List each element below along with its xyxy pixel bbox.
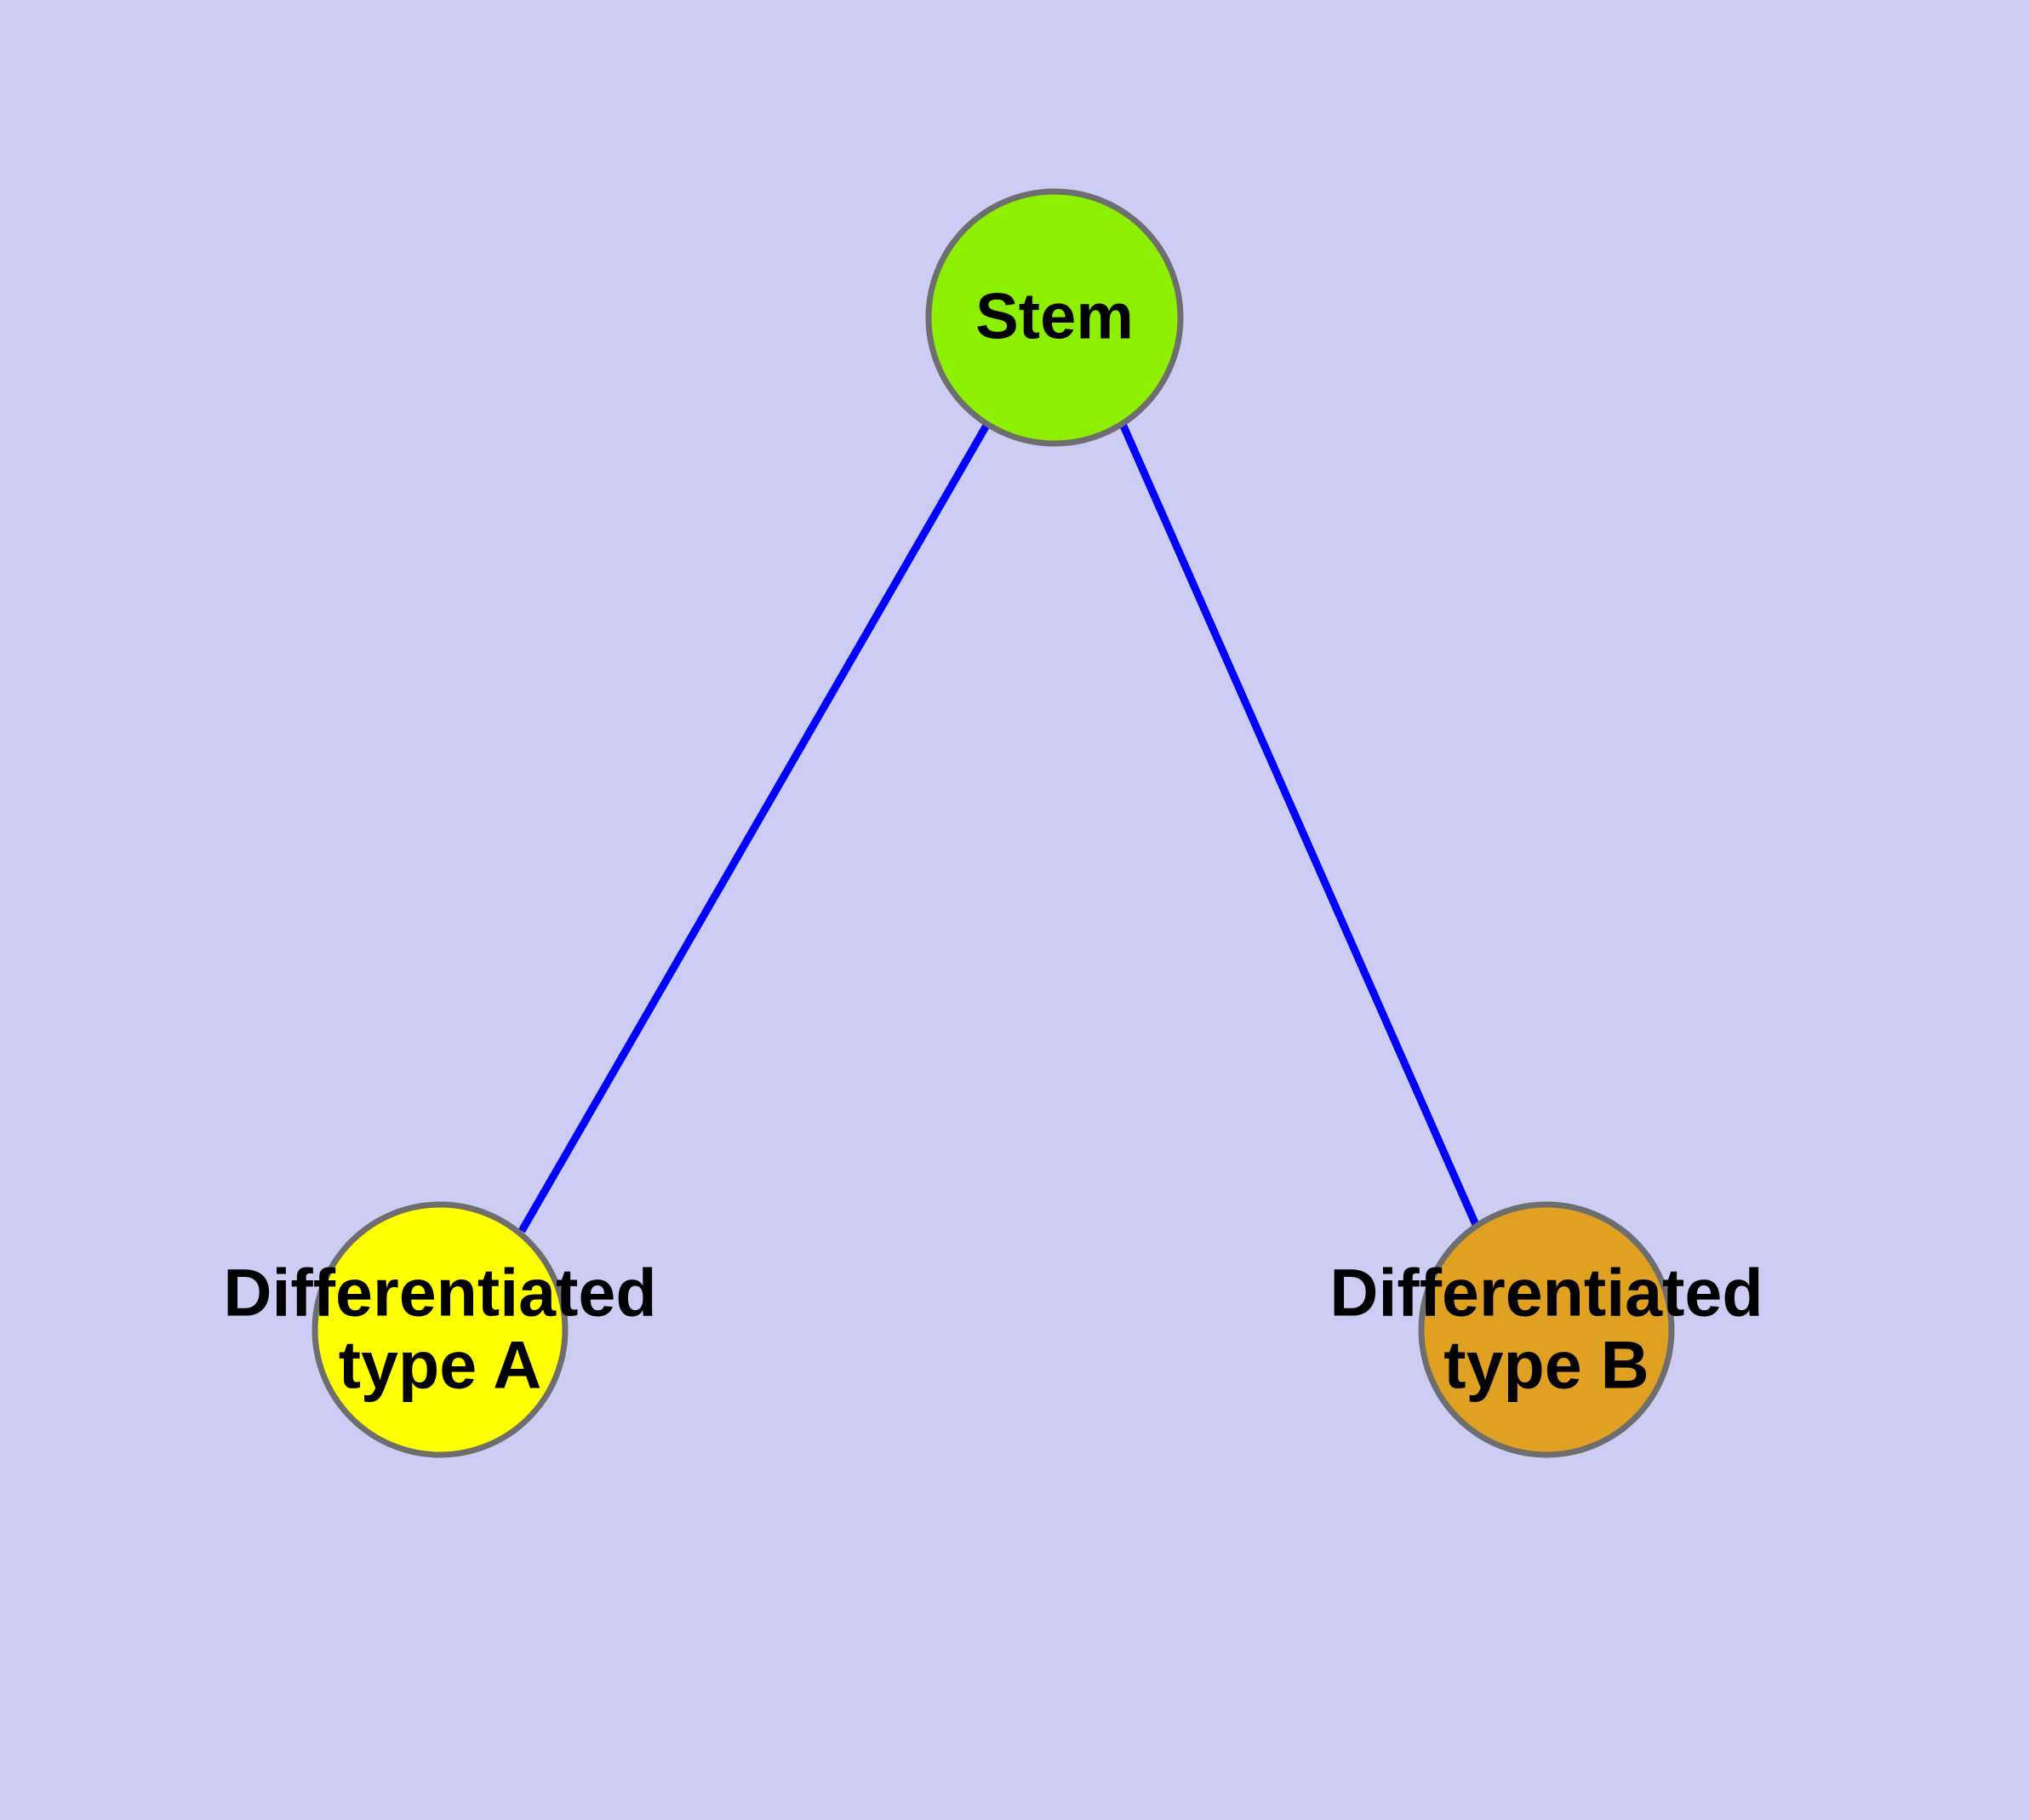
edge-stem-to-differentiated-type-b[interactable]: [1118, 422, 1481, 1228]
edge-stem-to-differentiated-type-a[interactable]: [518, 421, 991, 1233]
node-layer: [311, 188, 1675, 1458]
node-differentiated-type-a[interactable]: [311, 1201, 569, 1458]
node-differentiated-type-b[interactable]: [1418, 1201, 1675, 1458]
node-stem[interactable]: [925, 188, 1184, 447]
edge-layer: [518, 421, 1481, 1233]
